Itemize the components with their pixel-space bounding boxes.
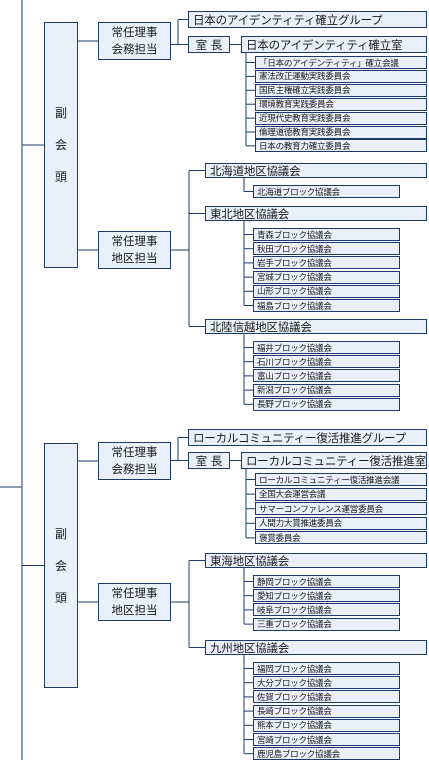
central-role-box: 常任理事会務担当 [98,22,171,60]
block-box: 鹿児島ブロック協議会 [253,747,400,760]
vice-chairman-box-line: 頭 [54,170,67,184]
block-box: 静岡ブロック協議会 [253,575,400,588]
block-box: 宮崎ブロック協議会 [253,733,400,746]
regional-role-box: 常任理事地区担当 [98,231,171,269]
block-box: 宮城ブロック協議会 [253,270,400,284]
office-box: 日本のアイデンティティ確立室 [241,36,427,53]
committee-box: 褒賞委員会 [255,531,427,545]
central-role-box-line: 常任理事 [111,25,158,39]
central-role-box-line: 常任理事 [111,445,158,459]
vice-chairman-box-line: 副 [54,526,67,541]
district-box: 北陸信越地区協議会 [205,319,427,334]
committee-box: 人間力大賞推進委員会 [255,516,427,530]
committee-box: 国民主権確立実践委員会 [255,83,427,97]
vice-chairman-box-line: 副 [54,106,67,120]
group-box: ローカルコミュニティー復活推進グループ [188,429,427,446]
regional-role-box-line: 地区担当 [111,603,158,617]
block-box: 岩手ブロック協議会 [253,256,400,270]
office-box: ローカルコミュニティー復活推進室 [241,452,427,469]
vice-chairman-box: 副会頭 [44,22,78,268]
block-box: 山形ブロック協議会 [253,284,400,298]
central-role-box-line: 会務担当 [111,42,158,56]
block-box: 新潟ブロック協議会 [253,383,400,397]
block-box: 熊本ブロック協議会 [253,718,400,732]
block-box: 石川ブロック協議会 [253,355,400,369]
block-box: 大分ブロック協議会 [253,676,400,690]
block-box: 長野ブロック協議会 [253,397,400,411]
block-box: 愛知ブロック協議会 [253,589,400,603]
block-box: 長崎ブロック協議会 [253,704,400,718]
block-box: 福島ブロック協議会 [253,299,400,312]
block-box: 岐阜ブロック協議会 [253,603,400,617]
district-box: 北海道地区協議会 [205,163,427,178]
vice-chairman-box: 副会頭 [44,443,78,688]
committee-box: 倫理道徳教育実践委員会 [255,125,427,139]
committee-box: ローカルコミュニティー復活推進会議 [255,473,427,486]
central-role-box-line: 会務担当 [111,462,158,476]
block-box: 福岡ブロック協議会 [253,662,400,675]
block-box: 秋田ブロック協議会 [253,242,400,256]
vice-chairman-box-line: 頭 [54,590,67,605]
block-box: 佐賀ブロック協議会 [253,690,400,704]
chief-label-box: 室 長 [188,36,230,53]
central-role-box: 常任理事会務担当 [98,442,171,480]
district-box: 東海地区協議会 [205,553,427,568]
block-box: 福井ブロック協議会 [253,341,400,354]
chief-label-box: 室 長 [188,452,230,469]
vice-chairman-box-line: 会 [54,138,67,152]
district-box: 東北地区協議会 [205,206,427,221]
committee-box: 環境教育実践委員会 [255,97,427,111]
block-box: 青森ブロック協議会 [253,228,400,241]
block-box: 三重ブロック協議会 [253,617,400,631]
committee-box: 日本の教育力確立委員会 [255,139,427,153]
committee-box: サマーコンファレンス運営委員会 [255,502,427,516]
committee-box: 憲法改正運動実践委員会 [255,69,427,83]
regional-role-box-line: 常任理事 [111,234,158,248]
committee-box: 「日本のアイデンティティ」確立会議 [255,56,427,69]
block-box: 富山ブロック協議会 [253,369,400,383]
regional-role-box-line: 地区担当 [111,251,158,265]
committee-box: 近現代史教育実践委員会 [255,111,427,125]
regional-role-box-line: 常任理事 [111,586,158,600]
vice-chairman-box-line: 会 [54,558,67,573]
district-box: 九州地区協議会 [205,640,427,655]
group-box: 日本のアイデンティティ確立グループ [188,11,427,28]
regional-role-box: 常任理事地区担当 [98,583,171,621]
block-box: 北海道ブロック協議会 [253,185,400,198]
committee-box: 全国大会運営会議 [255,487,427,501]
